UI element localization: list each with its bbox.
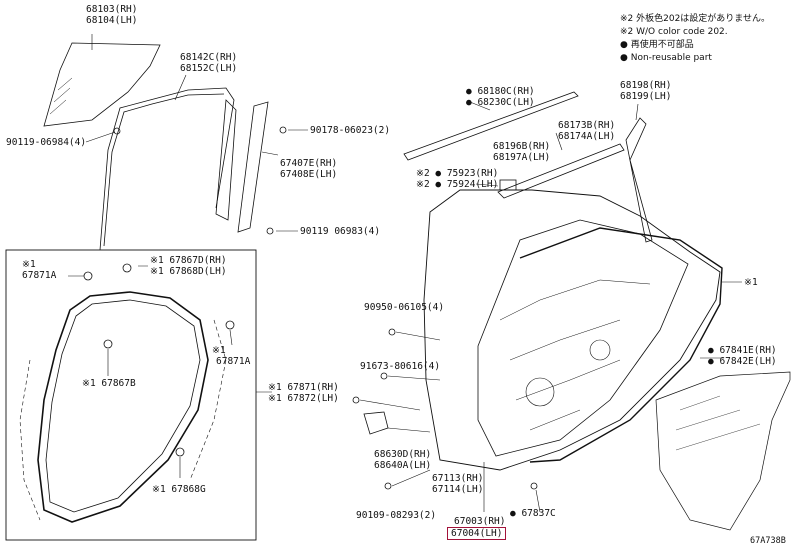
upper-leaders <box>469 101 639 187</box>
bolt-67871 <box>352 396 360 404</box>
label-90119-06983: 90119 06983(4) <box>300 226 381 237</box>
label-90178-06023: 90178-06023(2) <box>310 125 391 136</box>
legend-note-en: ※2 W/O color code 202. <box>620 27 728 37</box>
door-glass-hatch <box>49 77 73 115</box>
legend-note-jp: ※2 外板色202は設定がありません。 <box>620 14 771 24</box>
label-75923: ※2 ● 75923(RH) <box>416 168 499 179</box>
label-67867d: ※1 67867D(RH) <box>150 255 227 266</box>
label-68174a: 68174A(LH) <box>558 131 616 142</box>
door-service-hole-1 <box>525 377 555 407</box>
label-x1-weatherstrip: ※1 <box>744 277 758 288</box>
division-bar <box>215 99 237 221</box>
door-opening-weatherstrip <box>519 227 723 463</box>
rear-door-panel-inner <box>477 219 689 457</box>
clip-67867b <box>103 339 113 349</box>
label-67003: 67003(RH) <box>454 516 506 527</box>
label-67872: ※1 67872(LH) <box>268 393 339 404</box>
label-90119-06984: 90119-06984(4) <box>6 137 87 148</box>
label-67114: 67114(LH) <box>432 484 484 495</box>
door-service-hole-2 <box>589 339 611 361</box>
label-67871a-right: 67871A <box>216 356 251 367</box>
bolt-90119b <box>266 227 274 235</box>
door-weatherstrip-outline <box>37 291 209 523</box>
clip-67871a-top <box>83 271 93 281</box>
label-91673-80616: 91673-80616(4) <box>360 361 441 372</box>
legend-nonreusable-en: ● Non-reusable part <box>620 53 712 63</box>
lower-leaders <box>359 281 742 513</box>
leader-lines-upper <box>85 34 308 232</box>
label-75924: ※2 ● 75924(LH) <box>416 179 499 190</box>
window-frame-molding <box>237 101 269 233</box>
label-67004-highlighted: 67004(LH) <box>447 527 507 540</box>
label-68230c: ● 68230C(LH) <box>466 97 535 108</box>
quarter-trim-hatch <box>675 395 761 451</box>
label-67837c: ● 67837C <box>510 508 556 519</box>
rear-door-frame-garnish <box>625 117 653 243</box>
label-68103: 68103(RH) <box>86 4 138 15</box>
door-inner-detail <box>499 279 651 431</box>
belt-molding-outer <box>403 91 579 161</box>
door-handle-75923 <box>499 179 517 191</box>
label-67868g: ※1 67868G <box>152 484 206 495</box>
label-68104: 68104(LH) <box>86 15 138 26</box>
label-67113: 67113(RH) <box>432 473 484 484</box>
quarter-trim-panel <box>655 371 791 531</box>
door-weatherstrip-inner <box>45 299 201 513</box>
bolt-90109 <box>384 482 392 490</box>
label-67408e: 67408E(LH) <box>280 169 338 180</box>
label-67407e: 67407E(RH) <box>280 158 338 169</box>
door-glass-shape <box>43 42 161 127</box>
bolt-91673 <box>380 372 388 380</box>
label-68196b: 68196B(RH) <box>493 141 551 152</box>
label-67871: ※1 67871(RH) <box>268 382 339 393</box>
label-67871a-note-top: ※1 <box>22 259 36 270</box>
glass-run-strip <box>99 87 235 251</box>
weatherstrip-inset-box <box>5 249 257 541</box>
inset-leaders <box>68 265 272 478</box>
legend-nonreusable-jp: ● 再使用不可部品 <box>620 40 694 50</box>
weatherstrip-dashed <box>19 319 227 521</box>
label-90950-06105: 90950-06105(4) <box>364 302 445 313</box>
label-68180c: ● 68180C(RH) <box>466 86 535 97</box>
belt-molding-inner <box>497 143 625 199</box>
label-68640a: 68640A(LH) <box>374 460 432 471</box>
rear-door-panel-outer <box>423 189 721 471</box>
label-68199: 68199(LH) <box>620 91 672 102</box>
label-67871a-note-right: ※1 <box>212 345 226 356</box>
clip-67867d <box>122 263 132 273</box>
label-67868d: ※1 67868D(LH) <box>150 266 227 277</box>
diagram-code: 67A738B <box>750 536 786 546</box>
label-67842e: ● 67842E(LH) <box>708 356 777 367</box>
clip-67868g <box>175 447 185 457</box>
label-68198: 68198(RH) <box>620 80 672 91</box>
label-68197a: 68197A(LH) <box>493 152 551 163</box>
bolt-90119a <box>113 127 121 135</box>
label-67871a-top: 67871A <box>22 270 57 281</box>
label-67867b: ※1 67867B <box>82 378 136 389</box>
label-68142c: 68142C(RH) <box>180 52 238 63</box>
label-68630d: 68630D(RH) <box>374 449 432 460</box>
label-67841e: ● 67841E(RH) <box>708 345 777 356</box>
bolt-90950 <box>388 328 396 336</box>
hinge-68630 <box>363 411 389 435</box>
label-90109-08293: 90109-08293(2) <box>356 510 437 521</box>
label-68152c: 68152C(LH) <box>180 63 238 74</box>
bolt-90178 <box>279 126 287 134</box>
clip-67837c <box>530 482 538 490</box>
clip-67871a-right <box>225 320 235 330</box>
label-68173b: 68173B(RH) <box>558 120 616 131</box>
